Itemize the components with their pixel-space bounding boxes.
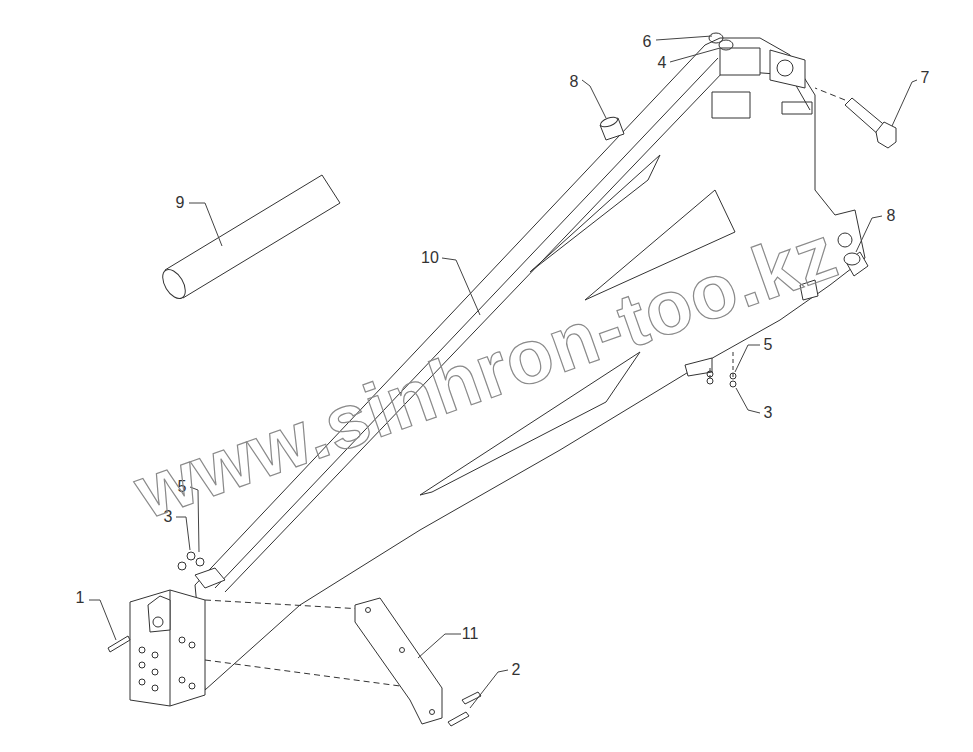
slot — [782, 102, 812, 114]
bushing-end — [599, 115, 619, 129]
lug-hole — [153, 617, 163, 627]
washer — [707, 371, 713, 377]
plate-holes — [139, 637, 195, 691]
assembly-line — [815, 88, 845, 100]
mount-ear — [195, 568, 225, 588]
mount-plate — [130, 590, 205, 706]
pin-hole — [777, 60, 793, 76]
callout-number: 7 — [921, 70, 930, 86]
callout-number: 6 — [643, 34, 652, 50]
callout-number: 8 — [887, 208, 896, 224]
boom-head — [712, 48, 805, 118]
pin-hole — [838, 233, 852, 247]
boom-cutout — [530, 155, 660, 272]
bolt — [448, 692, 481, 726]
callout-number: 9 — [176, 195, 185, 211]
nut — [707, 378, 713, 384]
callout-number: 10 — [421, 250, 439, 266]
nut — [730, 381, 736, 387]
pin-head — [876, 122, 896, 148]
callout-number: 1 — [76, 590, 85, 606]
callout-number: 11 — [462, 626, 479, 642]
pipe — [165, 175, 340, 298]
pipe-end — [158, 266, 190, 303]
callout-number: 5 — [764, 337, 773, 353]
ring — [719, 40, 733, 50]
callout-number: 2 — [512, 662, 521, 678]
nut — [178, 562, 186, 570]
callout-number: 4 — [658, 55, 667, 71]
leader-lines — [89, 36, 917, 708]
washer — [196, 558, 204, 566]
callout-number: 3 — [764, 405, 773, 421]
callout-number: 8 — [570, 74, 579, 90]
washer — [730, 373, 736, 379]
plate-lug — [148, 596, 170, 632]
bolt — [108, 636, 130, 652]
bracket — [355, 598, 442, 724]
nut — [187, 552, 195, 560]
bushing-end — [844, 253, 860, 265]
